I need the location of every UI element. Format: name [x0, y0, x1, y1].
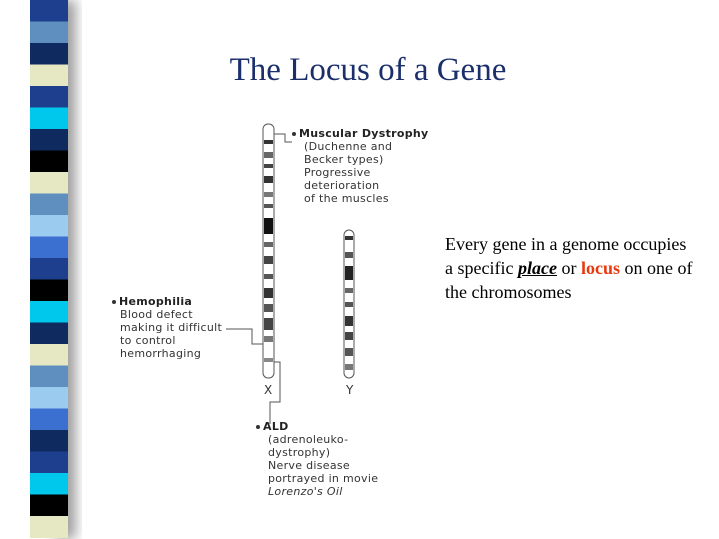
bullet-icon: [256, 425, 260, 429]
stripe-cell: [30, 279, 68, 302]
bullet-icon: [292, 132, 296, 136]
label-line: hemorrhaging: [120, 347, 202, 360]
y-chromosome: [343, 229, 355, 379]
stripe-cell: [30, 0, 68, 22]
stripe-cell: [30, 516, 68, 538]
chromosome-y-label: Y: [346, 383, 354, 397]
stripe-cell: [30, 365, 68, 388]
stripe-cell: [30, 21, 68, 44]
locus-emphasis: locus: [580, 258, 620, 278]
label-line: Blood defect: [120, 308, 193, 321]
label-line: portrayed in movie: [268, 472, 379, 485]
chromosome-diagram: [226, 123, 355, 424]
stripe-cell: [30, 494, 68, 517]
desc-part2: or: [556, 258, 581, 278]
stripe-cell: [30, 451, 68, 474]
label-line: to control: [120, 334, 176, 347]
stripe-cell: [30, 64, 68, 87]
stripe-cell: [30, 387, 68, 409]
stripe-cell: [30, 473, 68, 495]
label-line: making it difficult: [120, 321, 223, 334]
bullet-icon: [112, 300, 116, 304]
desc-part1: Every gene in a genome occupies a specif…: [445, 234, 687, 278]
label-line: (adrenoleuko-: [268, 433, 349, 446]
stripe-cell: [30, 107, 68, 130]
label-line: of the muscles: [304, 192, 389, 205]
label-line: (Duchenne and: [304, 140, 393, 153]
stripe-cell: [30, 86, 68, 108]
stripe-cell: [30, 129, 68, 151]
stripe-cell: [30, 430, 68, 452]
label-line: Progressive: [304, 166, 371, 179]
x-chromosome: [262, 123, 275, 379]
stripe-cell: [30, 258, 68, 280]
decorative-stripe: [30, 0, 76, 539]
label-line: dystrophy): [268, 446, 331, 459]
stripe-cell: [30, 150, 68, 173]
slide-title: The Locus of a Gene: [229, 52, 507, 88]
chromosome-x-label: X: [264, 383, 273, 397]
stripe-cell: [30, 43, 68, 65]
stripe-cell: [30, 215, 68, 237]
leader-lines: [226, 133, 292, 424]
stripe-cell: [30, 236, 68, 259]
stripe-cell: [30, 408, 68, 431]
gene-locus-description: Every gene in a genome occupies a specif…: [445, 232, 695, 304]
stripe-cell: [30, 322, 68, 345]
label-line: Becker types): [304, 153, 384, 166]
stripe-cell: [30, 301, 68, 323]
stripe-cell: [30, 172, 68, 194]
label-line: deterioration: [304, 179, 380, 192]
ald-movie-title: Lorenzo's Oil: [268, 485, 343, 498]
stripe-cell: [30, 193, 68, 216]
stripe-cell: [30, 344, 68, 366]
label-line: Nerve disease: [268, 459, 350, 472]
place-emphasis: place: [517, 258, 557, 278]
desc-part3: on one of the chromosomes: [445, 258, 693, 302]
ald-label: ALD (adrenoleuko-dystrophy)Nerve disease…: [256, 420, 378, 498]
